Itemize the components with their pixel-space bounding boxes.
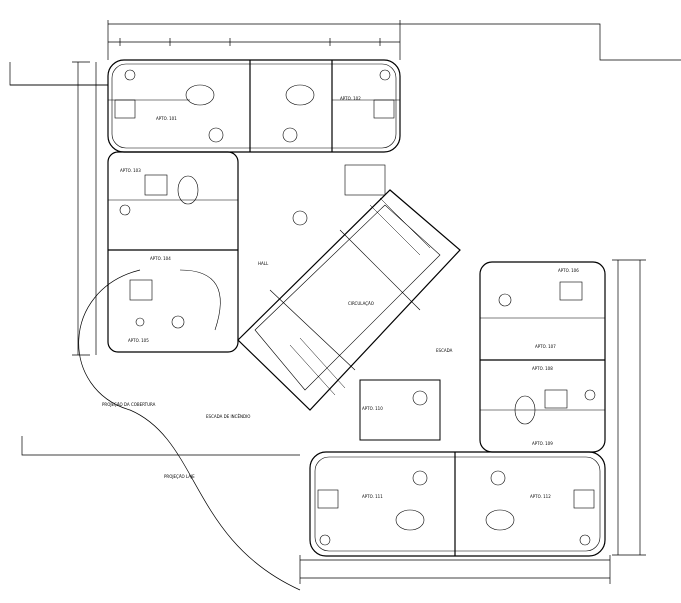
label-room-nw-1: APTO. 101	[156, 116, 177, 121]
label-room-w-1: APTO. 103	[120, 168, 141, 173]
label-note-1: PROJEÇÃO DA COBERTURA	[102, 402, 156, 407]
label-room-e-3: APTO. 108	[532, 366, 553, 371]
block-northwest	[107, 59, 401, 153]
label-room-nw-2: APTO. 102	[340, 96, 361, 101]
label-room-s-2: APTO. 112	[530, 494, 551, 499]
label-core-2: CIRCULAÇÃO	[348, 301, 374, 306]
label-note-2: PROJEÇÃO LAJE	[164, 474, 195, 479]
label-core-3: ESCADA	[436, 348, 453, 353]
block-west	[107, 151, 239, 353]
block-south	[309, 451, 606, 557]
south-connector	[359, 379, 441, 441]
label-stair-note: ESCADA DE INCÊNDIO	[206, 414, 250, 419]
label-room-e-1: APTO. 106	[558, 268, 579, 273]
label-room-e-4: APTO. 109	[532, 441, 553, 446]
label-room-s-1: APTO. 111	[362, 494, 383, 499]
label-room-w-3: APTO. 105	[128, 338, 149, 343]
site-curve	[78, 269, 301, 591]
label-room-se-1: APTO. 110	[362, 406, 383, 411]
block-east	[479, 261, 606, 453]
label-core-1: HALL	[258, 261, 269, 266]
central-core	[237, 164, 461, 411]
room-labels: APTO. 101 APTO. 102 APTO. 103 APTO. 104 …	[102, 96, 579, 499]
label-room-e-2: APTO. 107	[535, 344, 556, 349]
dimension-lines	[9, 20, 681, 584]
label-room-w-2: APTO. 104	[150, 256, 171, 261]
